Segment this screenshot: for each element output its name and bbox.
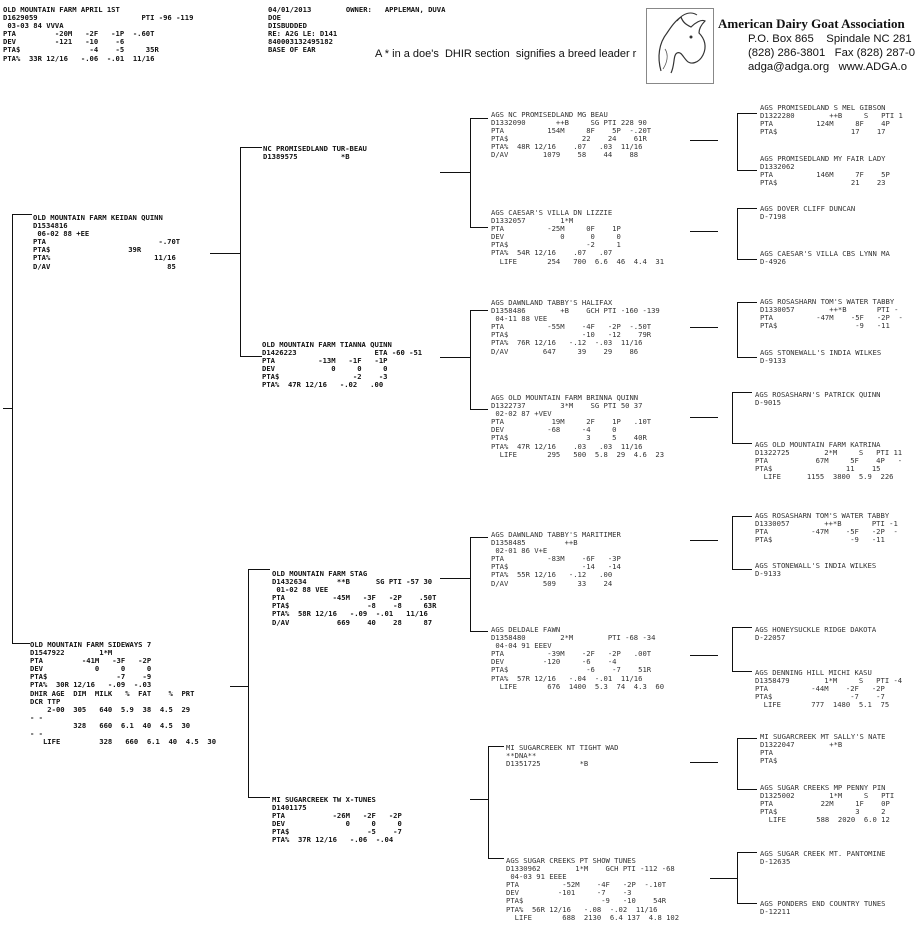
gen4-block-2: AGS PROMISEDLAND MY FAIR LADY D1332062 P… <box>760 154 890 188</box>
connector-line <box>470 227 488 228</box>
dam-sire-block: OLD MOUNTAIN FARM STAG D1432634 **B SG P… <box>272 569 437 627</box>
dam-dam-block: MI SUGARCREEK TW X-TUNES D1401175 PTA -2… <box>272 795 402 845</box>
connector-line <box>690 762 718 763</box>
connector-line <box>3 408 13 409</box>
connector-line <box>690 655 718 656</box>
sire-sire-block: NC PROMISEDLAND TUR-BEAU D1389575 *B <box>263 144 367 162</box>
gen4-block-4: AGS CAESAR'S VILLA CBS LYNN MA D-4926 <box>760 249 890 267</box>
gen4-block-16: AGS PONDERS END COUNTRY TUNES D-12211 <box>760 899 886 917</box>
gen4-block-8: AGS OLD MOUNTAIN FARM KATRINA D1322725 2… <box>755 440 903 482</box>
connector-line <box>737 170 757 171</box>
owner-header: 04/01/2013 OWNER: APPLEMAN, DUVA DOE DIS… <box>268 5 446 55</box>
connector-line <box>12 214 32 215</box>
connector-line <box>737 738 738 790</box>
gen4-block-10: AGS STONEWALL'S INDIA WILKES D-9133 <box>755 561 877 579</box>
connector-line <box>210 253 240 254</box>
gen3-block-5: AGS DAWNLAND TABBY'S MARITIMER D1358485 … <box>491 530 621 588</box>
connector-line <box>732 627 752 628</box>
sire-block: OLD MOUNTAIN FARM KEIDAN QUINN D1534816 … <box>33 213 181 271</box>
goat-head-icon <box>646 8 714 84</box>
connector-line <box>732 516 733 570</box>
gen4-block-14: AGS SUGAR CREEKS MP PENNY PIN D1325002 1… <box>760 783 895 825</box>
connector-line <box>732 569 752 570</box>
connector-line <box>440 578 470 579</box>
connector-line <box>737 113 738 171</box>
connector-line <box>732 392 752 393</box>
gen4-block-6: AGS STONEWALL'S INDIA WILKES D-9133 <box>760 348 882 366</box>
connector-line <box>248 797 270 798</box>
connector-line <box>690 327 718 328</box>
gen3-block-2: AGS CAESAR'S VILLA DN LIZZIE D1332057 1*… <box>491 208 665 266</box>
gen4-block-5: AGS ROSASHARN TOM'S WATER TABBY D1330057… <box>760 297 903 331</box>
connector-line <box>12 643 30 644</box>
gen3-block-8: AGS SUGAR CREEKS PT SHOW TUNES D1330962 … <box>506 856 680 922</box>
connector-line <box>470 537 471 632</box>
connector-line <box>737 259 757 260</box>
gen4-block-11: AGS HONEYSUCKLE RIDGE DAKOTA D-22057 <box>755 625 877 643</box>
connector-line <box>737 738 757 739</box>
gen4-block-1: AGS PROMISEDLAND S MEL GIBSON D1322280 +… <box>760 103 903 137</box>
connector-line <box>732 392 733 444</box>
connector-line <box>737 208 757 209</box>
association-name: American Dairy Goat Association <box>718 16 905 31</box>
connector-line <box>248 569 249 798</box>
connector-line <box>737 789 757 790</box>
connector-line <box>737 302 738 358</box>
association-block: American Dairy Goat Association P.O. Box… <box>718 16 918 74</box>
connector-line <box>488 746 489 859</box>
connector-line <box>737 113 757 114</box>
connector-line <box>488 858 504 859</box>
connector-line <box>732 516 752 517</box>
gen4-block-3: AGS DOVER CLIFF DUNCAN D-7198 <box>760 204 856 222</box>
connector-line <box>240 147 262 148</box>
connector-line <box>737 852 757 853</box>
connector-line <box>470 409 488 410</box>
connector-line <box>470 799 488 800</box>
animal-header: OLD MOUNTAIN FARM APRIL 1ST D1629059 PTI… <box>3 5 194 63</box>
connector-line <box>737 852 738 904</box>
dam-block: OLD MOUNTAIN FARM SIDEWAYS 7 D1547922 1*… <box>30 640 217 747</box>
connector-line <box>710 878 738 879</box>
gen4-block-7: AGS ROSASHARN'S PATRICK QUINN D-9015 <box>755 390 881 408</box>
connector-line <box>737 208 738 260</box>
gen4-block-15: AGS SUGAR CREEK MT. PANTOMINE D-12635 <box>760 849 886 867</box>
connector-line <box>488 746 504 747</box>
connector-line <box>690 231 718 232</box>
gen4-block-9: AGS ROSASHARN TOM'S WATER TABBY D1330057… <box>755 511 898 545</box>
connector-line <box>690 540 718 541</box>
connector-line <box>240 147 241 357</box>
connector-line <box>240 356 262 357</box>
connector-line <box>440 357 470 358</box>
connector-line <box>470 118 488 119</box>
gen3-block-7: MI SUGARCREEK NT TIGHT WAD **DNA** D1351… <box>506 743 619 769</box>
connector-line <box>12 214 13 644</box>
connector-line <box>470 310 471 410</box>
connector-line <box>248 569 270 570</box>
connector-line <box>470 310 488 311</box>
connector-line <box>690 140 718 141</box>
association-address: P.O. Box 865 Spindale NC 281 <box>748 33 912 45</box>
gen3-block-1: AGS NC PROMISEDLAND MG BEAU D1332090 ++B… <box>491 110 652 160</box>
gen4-block-13: MI SUGARCREEK MT SALLY'S NATE D1322047 +… <box>760 732 886 766</box>
connector-line <box>690 417 718 418</box>
gen3-block-3: AGS DAWNLAND TABBY'S HALIFAX D1358486 +B… <box>491 298 660 356</box>
connector-line <box>732 443 752 444</box>
association-phone: (828) 286-3801 Fax (828) 287-0 <box>748 47 916 59</box>
connector-line <box>470 631 488 632</box>
connector-line <box>737 302 757 303</box>
connector-line <box>470 537 488 538</box>
connector-line <box>470 118 471 228</box>
connector-line <box>737 903 757 904</box>
connector-line <box>440 172 470 173</box>
sire-dam-block: OLD MOUNTAIN FARM TIANNA QUINN D1426223 … <box>262 340 423 390</box>
connector-line <box>230 686 248 687</box>
connector-line <box>732 627 733 672</box>
association-web: adga@adga.org www.ADGA.o <box>748 61 908 73</box>
connector-line <box>732 671 752 672</box>
gen4-block-12: AGS DENNING HILL MICHI KASU D1358479 1*M… <box>755 668 903 710</box>
gen3-block-4: AGS OLD MOUNTAIN FARM BRINNA QUINN D1322… <box>491 393 665 459</box>
breed-leader-notice: A * in a doe's DHIR section signifies a … <box>375 48 637 60</box>
connector-line <box>737 357 757 358</box>
gen3-block-6: AGS DELDALE FAWN D1358480 2*M PTI -68 -3… <box>491 625 665 691</box>
